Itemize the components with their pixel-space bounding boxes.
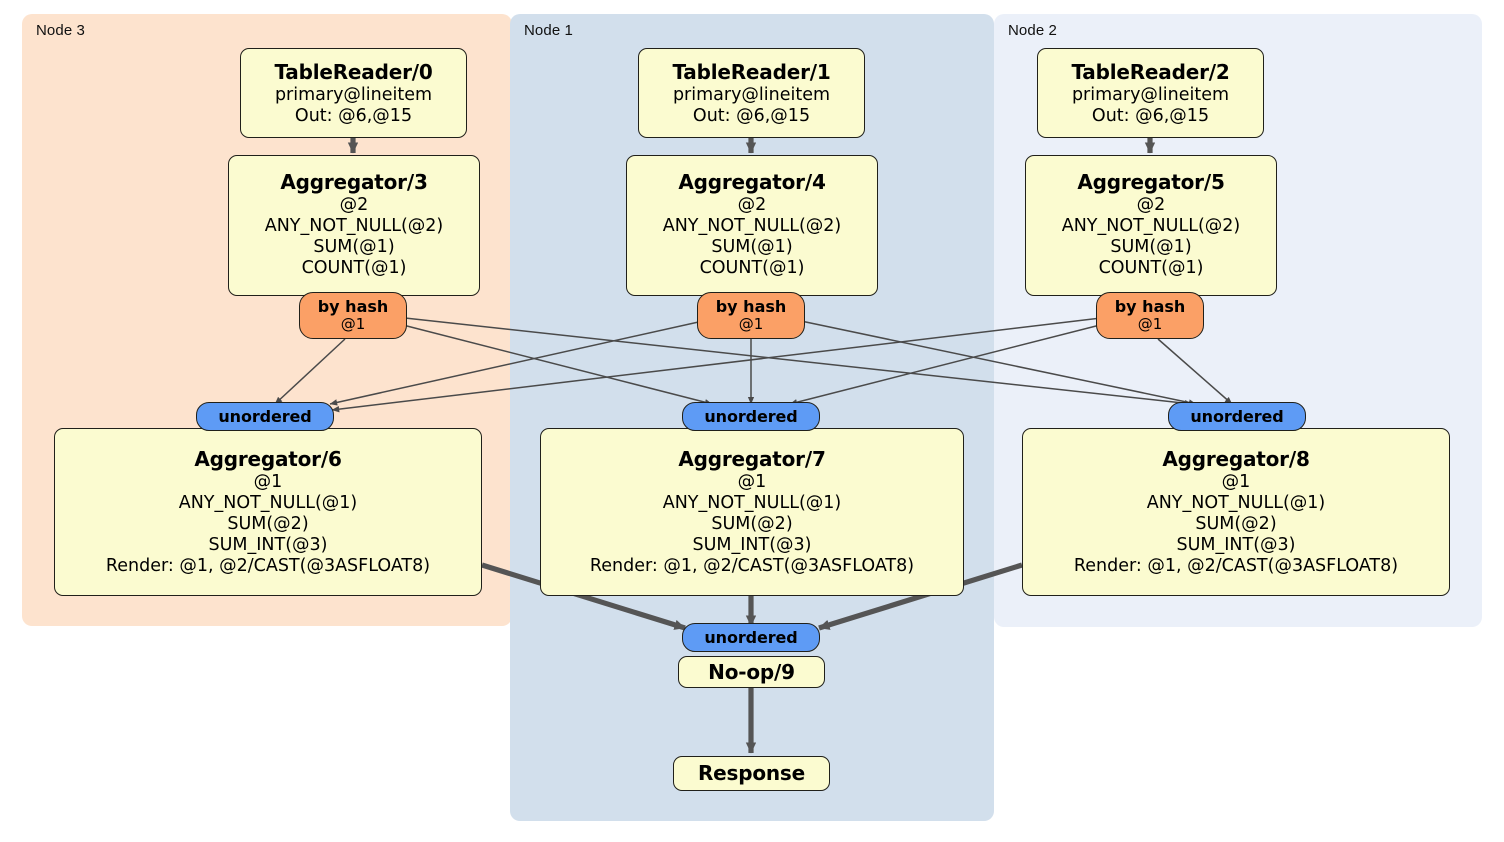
node-detail-line: @2: [339, 195, 369, 216]
stream-title: unordered: [218, 407, 312, 426]
node-detail-line: SUM(@2): [227, 514, 309, 535]
node-title: Aggregator/3: [280, 170, 428, 195]
node-detail-line: primary@lineitem: [274, 84, 433, 105]
node-aggregator-3[interactable]: Aggregator/3 @2 ANY_NOT_NULL(@2) SUM(@1)…: [228, 155, 480, 296]
panel-node-2-label: Node 2: [1008, 22, 1057, 39]
node-title: No-op/9: [708, 659, 795, 684]
router-detail-line: @1: [340, 315, 366, 334]
node-title: Aggregator/8: [1162, 447, 1310, 472]
node-detail-line: SUM_INT(@3): [208, 534, 328, 555]
node-detail-line: SUM(@1): [1110, 237, 1192, 257]
node-aggregator-8[interactable]: Aggregator/8 @1 ANY_NOT_NULL(@1) SUM(@2)…: [1022, 428, 1450, 596]
router-title: by hash: [1114, 297, 1186, 317]
node-detail-line: SUM(@1): [711, 237, 793, 257]
stream-title: unordered: [704, 407, 798, 426]
node-detail-line: SUM(@2): [711, 514, 793, 535]
node-detail-line: COUNT(@1): [699, 257, 805, 278]
node-detail-line: SUM(@2): [1195, 514, 1277, 535]
node-detail-line: @1: [253, 472, 283, 493]
node-detail-line: @2: [737, 195, 767, 216]
node-aggregator-5[interactable]: Aggregator/5 @2 ANY_NOT_NULL(@2) SUM(@1)…: [1025, 155, 1277, 296]
node-detail-line: @1: [1221, 472, 1251, 493]
router-by-hash-3[interactable]: by hash @1: [299, 292, 407, 339]
node-detail-line: Out: @6,@15: [692, 105, 811, 126]
panel-node-1-label: Node 1: [524, 22, 573, 39]
panel-node-3-label: Node 3: [36, 22, 85, 39]
node-aggregator-4[interactable]: Aggregator/4 @2 ANY_NOT_NULL(@2) SUM(@1)…: [626, 155, 878, 296]
router-title: by hash: [317, 297, 389, 317]
node-detail-line: Out: @6,@15: [1091, 105, 1210, 126]
node-title: TableReader/2: [1071, 59, 1230, 84]
stream-unordered-8[interactable]: unordered: [1168, 402, 1306, 431]
node-detail-line: ANY_NOT_NULL(@1): [662, 493, 842, 514]
node-detail-line: ANY_NOT_NULL(@1): [1146, 493, 1326, 514]
node-tablereader-2[interactable]: TableReader/2 primary@lineitem Out: @6,@…: [1037, 48, 1264, 138]
node-detail-line: SUM_INT(@3): [1176, 534, 1296, 555]
node-tablereader-0[interactable]: TableReader/0 primary@lineitem Out: @6,@…: [240, 48, 467, 138]
node-detail-line: ANY_NOT_NULL(@2): [662, 216, 842, 237]
node-response[interactable]: Response: [673, 756, 830, 791]
node-title: TableReader/1: [672, 59, 831, 84]
node-aggregator-6[interactable]: Aggregator/6 @1 ANY_NOT_NULL(@1) SUM(@2)…: [54, 428, 482, 596]
node-detail-line: Render: @1, @2/CAST(@3ASFLOAT8): [105, 555, 431, 576]
node-detail-line: @1: [737, 472, 767, 493]
node-detail-line: SUM_INT(@3): [692, 534, 812, 555]
node-detail-line: Render: @1, @2/CAST(@3ASFLOAT8): [1073, 555, 1399, 576]
node-detail-line: @2: [1136, 195, 1166, 216]
node-detail-line: ANY_NOT_NULL(@1): [178, 493, 358, 514]
node-detail-line: ANY_NOT_NULL(@2): [1061, 216, 1241, 237]
node-title: Aggregator/6: [194, 447, 342, 472]
stream-unordered-7[interactable]: unordered: [682, 402, 820, 431]
node-no-op-9[interactable]: No-op/9: [678, 656, 825, 688]
node-detail-line: Out: @6,@15: [294, 105, 413, 126]
node-detail-line: COUNT(@1): [1098, 257, 1204, 278]
node-title: Aggregator/4: [678, 170, 826, 195]
router-by-hash-5[interactable]: by hash @1: [1096, 292, 1204, 339]
node-detail-line: COUNT(@1): [301, 257, 407, 278]
stream-unordered-6[interactable]: unordered: [196, 402, 334, 431]
stream-title: unordered: [704, 628, 798, 647]
node-detail-line: ANY_NOT_NULL(@2): [264, 216, 444, 237]
node-detail-line: primary@lineitem: [1071, 84, 1230, 105]
router-by-hash-4[interactable]: by hash @1: [697, 292, 805, 339]
node-detail-line: SUM(@1): [313, 237, 395, 257]
node-tablereader-1[interactable]: TableReader/1 primary@lineitem Out: @6,@…: [638, 48, 865, 138]
node-aggregator-7[interactable]: Aggregator/7 @1 ANY_NOT_NULL(@1) SUM(@2)…: [540, 428, 964, 596]
node-title: TableReader/0: [274, 59, 433, 84]
node-title: Aggregator/7: [678, 447, 826, 472]
node-title: Aggregator/5: [1077, 170, 1225, 195]
node-detail-line: primary@lineitem: [672, 84, 831, 105]
stream-title: unordered: [1190, 407, 1284, 426]
router-detail-line: @1: [738, 315, 764, 334]
stream-unordered-9[interactable]: unordered: [682, 623, 820, 652]
router-title: by hash: [715, 297, 787, 317]
node-detail-line: Render: @1, @2/CAST(@3ASFLOAT8): [589, 555, 915, 576]
node-title: Response: [697, 761, 806, 785]
router-detail-line: @1: [1137, 315, 1163, 334]
